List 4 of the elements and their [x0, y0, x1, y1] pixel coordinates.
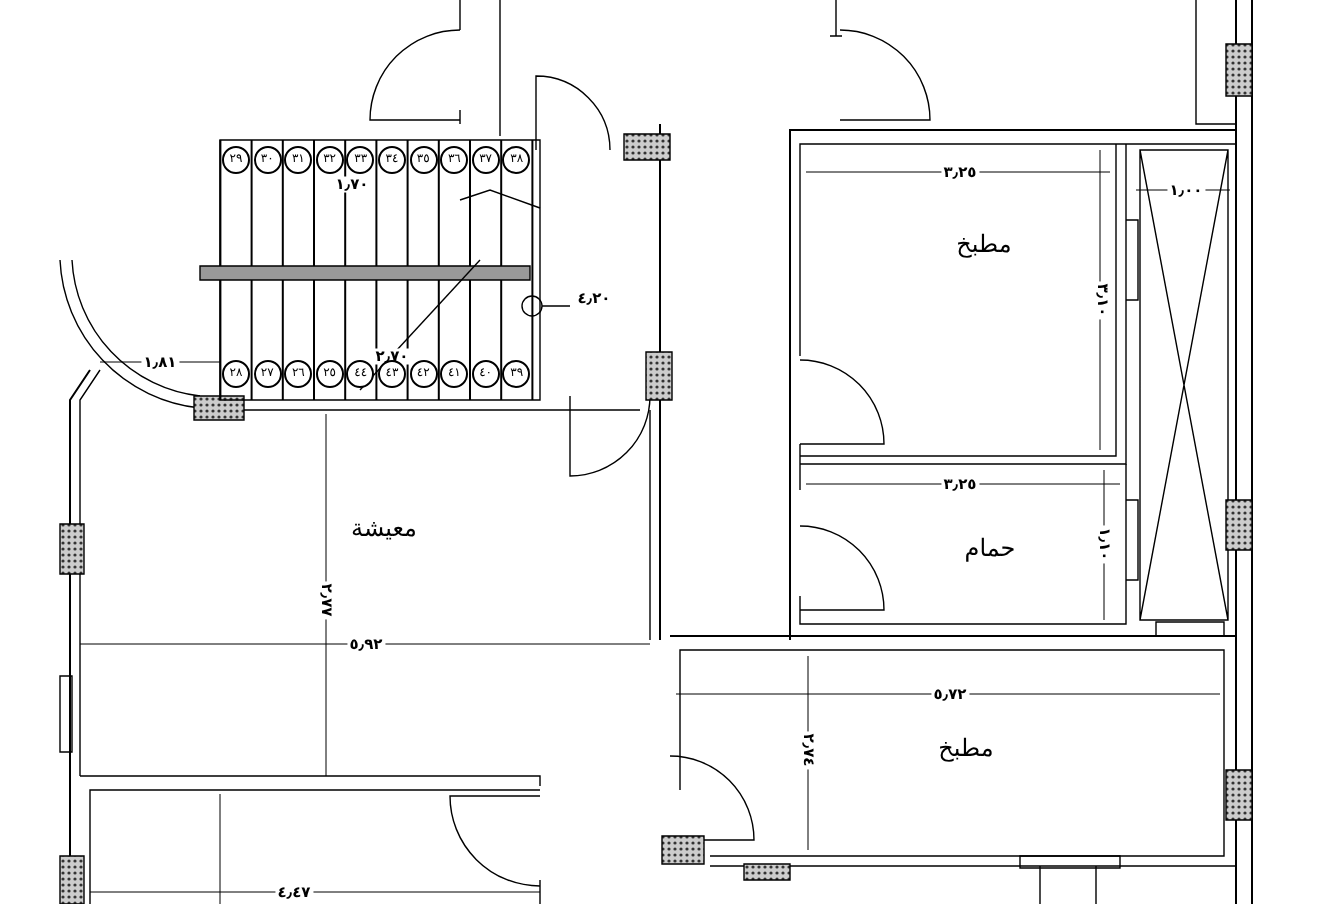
room-label: معيشة [351, 516, 417, 540]
room-label: مطبخ [956, 232, 1012, 256]
room-label: مطبخ [938, 736, 994, 760]
room-label: حمام [964, 536, 1016, 560]
